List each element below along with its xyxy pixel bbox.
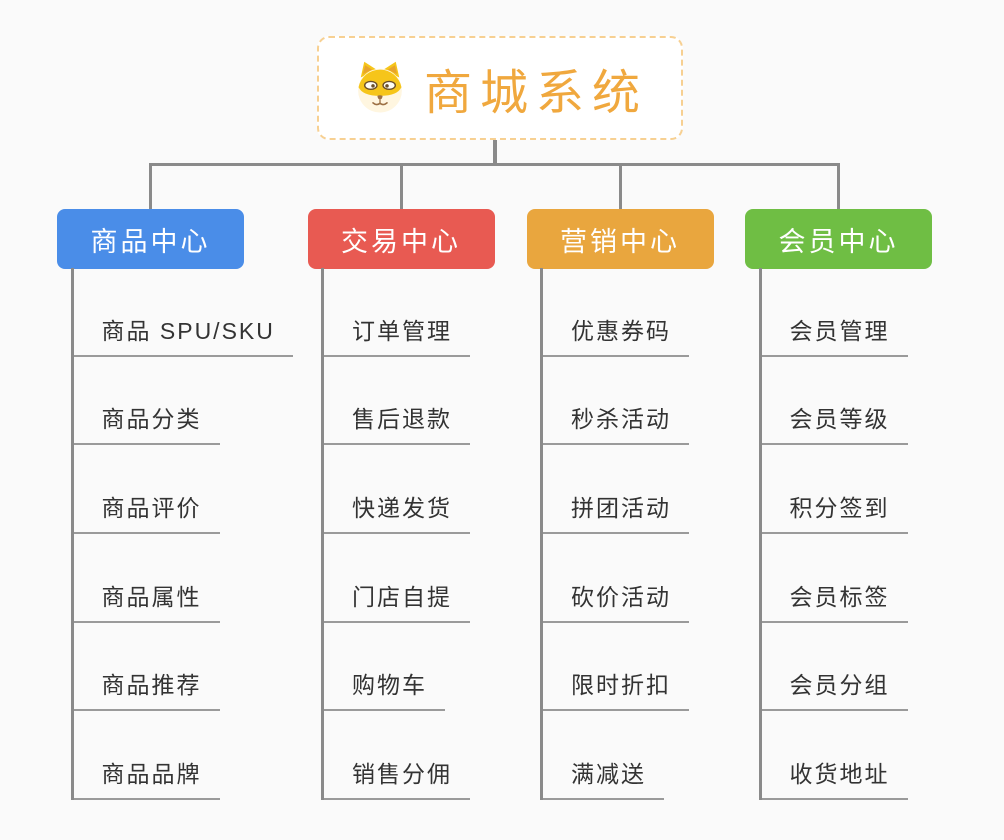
child-row: 商品属性	[73, 534, 293, 623]
child-row: 会员分组	[761, 623, 908, 712]
child-topic[interactable]: 会员管理	[761, 312, 908, 357]
branch-connector-line	[618, 163, 622, 209]
child-row: 售后退款	[324, 357, 470, 446]
child-topic[interactable]: 拼团活动	[543, 489, 689, 534]
branch-connector-line	[149, 163, 152, 209]
child-topic[interactable]: 砍价活动	[543, 578, 689, 623]
branch-connector-line	[837, 163, 840, 209]
child-row: 商品品牌	[73, 711, 293, 800]
branch-children-4: 会员管理会员等级积分签到会员标签会员分组收货地址	[758, 268, 908, 800]
child-topic[interactable]: 商品评价	[73, 489, 220, 534]
branch-node-1[interactable]: 商品中心	[57, 209, 244, 269]
child-row: 快递发货	[324, 445, 470, 534]
child-row: 门店自提	[324, 534, 470, 623]
child-topic[interactable]: 积分签到	[761, 489, 908, 534]
child-row: 商品 SPU/SKU	[73, 268, 293, 357]
child-row: 商品评价	[73, 445, 293, 534]
child-topic[interactable]: 销售分佣	[324, 755, 470, 800]
root-connector-line	[493, 140, 497, 166]
child-row: 砍价活动	[543, 534, 689, 623]
dog-face-icon	[358, 61, 402, 113]
child-row: 积分签到	[761, 445, 908, 534]
branch-children-1: 商品 SPU/SKU 商品分类商品评价商品属性商品推荐商品品牌	[70, 268, 293, 800]
child-row: 满减送	[543, 711, 689, 800]
child-row: 优惠券码	[543, 268, 689, 357]
child-topic[interactable]: 会员分组	[761, 666, 908, 712]
branch-children-2: 订单管理售后退款快递发货门店自提购物车销售分佣	[321, 268, 470, 800]
child-topic[interactable]: 购物车	[324, 666, 445, 712]
child-row: 收货地址	[761, 711, 908, 800]
child-row: 会员管理	[761, 268, 908, 357]
child-topic[interactable]: 订单管理	[324, 312, 470, 357]
branch-connector-line	[399, 163, 403, 209]
child-row: 订单管理	[324, 268, 470, 357]
child-topic[interactable]: 商品推荐	[73, 666, 220, 712]
child-topic[interactable]: 门店自提	[324, 578, 470, 623]
child-topic[interactable]: 商品品牌	[73, 755, 220, 800]
child-topic[interactable]: 优惠券码	[543, 312, 689, 357]
child-row: 限时折扣	[543, 623, 689, 712]
child-topic[interactable]: 会员等级	[761, 400, 908, 446]
child-row: 销售分佣	[324, 711, 470, 800]
root-node[interactable]: 商城系统	[317, 36, 683, 140]
child-topic[interactable]: 商品 SPU/SKU	[73, 312, 293, 357]
branch-children-3: 优惠券码秒杀活动拼团活动砍价活动限时折扣满减送	[540, 268, 689, 800]
child-row: 秒杀活动	[543, 357, 689, 446]
child-row: 会员等级	[761, 357, 908, 446]
branch-node-2[interactable]: 交易中心	[307, 209, 495, 269]
child-topic[interactable]: 满减送	[543, 755, 664, 800]
child-topic[interactable]: 收货地址	[761, 755, 908, 800]
child-topic[interactable]: 商品属性	[73, 578, 220, 623]
child-topic[interactable]: 商品分类	[73, 400, 220, 446]
child-row: 商品推荐	[73, 623, 293, 712]
child-topic[interactable]: 限时折扣	[543, 666, 689, 712]
branch-node-4[interactable]: 会员中心	[745, 209, 932, 269]
child-topic[interactable]: 秒杀活动	[543, 400, 689, 446]
child-row: 拼团活动	[543, 445, 689, 534]
child-row: 购物车	[324, 623, 470, 712]
root-title: 商城系统	[423, 67, 648, 120]
child-topic[interactable]: 快递发货	[324, 489, 470, 534]
child-topic[interactable]: 售后退款	[324, 400, 470, 446]
bus-connector-line	[149, 163, 840, 166]
child-row: 商品分类	[73, 357, 293, 446]
branch-node-3[interactable]: 营销中心	[526, 209, 714, 269]
child-row: 会员标签	[761, 534, 908, 623]
child-topic[interactable]: 会员标签	[761, 578, 908, 623]
